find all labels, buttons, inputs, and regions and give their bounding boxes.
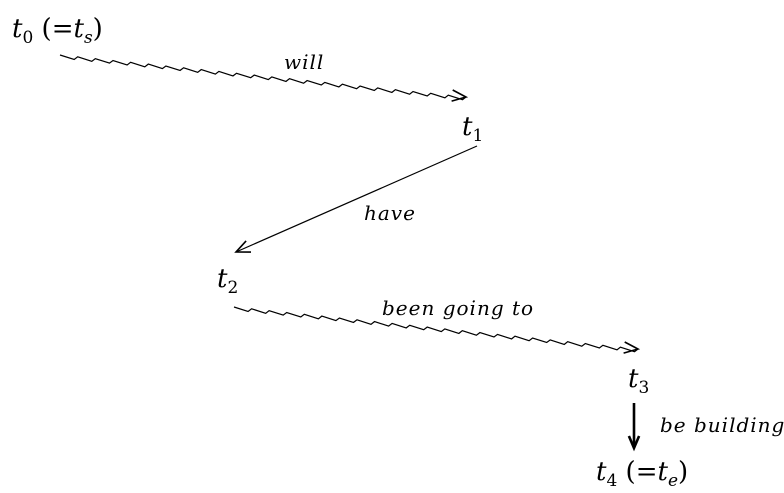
node-t2-sub: 2 <box>227 278 239 298</box>
node-t1-base: t <box>462 112 473 142</box>
node-t0-sub: 0 <box>22 28 34 48</box>
node-t4-sub: 4 <box>606 471 618 491</box>
node-t4-close: ) <box>678 457 689 487</box>
node-t4-open: (= <box>617 457 658 487</box>
edge-been-going-to-arrowhead <box>623 341 641 354</box>
edge-have-arrow <box>235 145 478 253</box>
node-t1: t1 <box>462 112 483 145</box>
node-t1-sub: 1 <box>472 126 484 146</box>
edge-label-have: have <box>364 201 416 225</box>
edge-be-building-arrowhead <box>627 435 641 452</box>
node-t4-alias-sub: e <box>667 471 678 491</box>
node-t0: t0 (=ts) <box>12 14 103 47</box>
node-t0-alias-base: t <box>73 14 84 44</box>
node-t2: t2 <box>217 264 238 297</box>
edge-will-arrowhead <box>451 89 469 102</box>
node-t2-base: t <box>217 264 228 294</box>
edge-will-arrow <box>59 54 467 101</box>
node-t4-base: t <box>596 457 607 487</box>
node-t3: t3 <box>628 364 649 397</box>
edge-have-arrowhead <box>234 240 252 253</box>
node-t0-open: (= <box>33 14 74 44</box>
node-t4: t4 (=te) <box>596 457 689 490</box>
node-t0-alias-sub: s <box>83 28 93 48</box>
node-t0-base: t <box>12 14 23 44</box>
edge-label-be-building: be building <box>660 413 784 437</box>
node-t4-alias-base: t <box>657 457 668 487</box>
edge-been-going-to-arrow <box>233 306 639 353</box>
edge-label-been-going-to: been going to <box>382 296 535 320</box>
node-t3-base: t <box>628 364 639 394</box>
node-t3-sub: 3 <box>638 378 650 398</box>
edge-label-will: will <box>284 50 325 74</box>
node-t0-close: ) <box>92 14 103 44</box>
